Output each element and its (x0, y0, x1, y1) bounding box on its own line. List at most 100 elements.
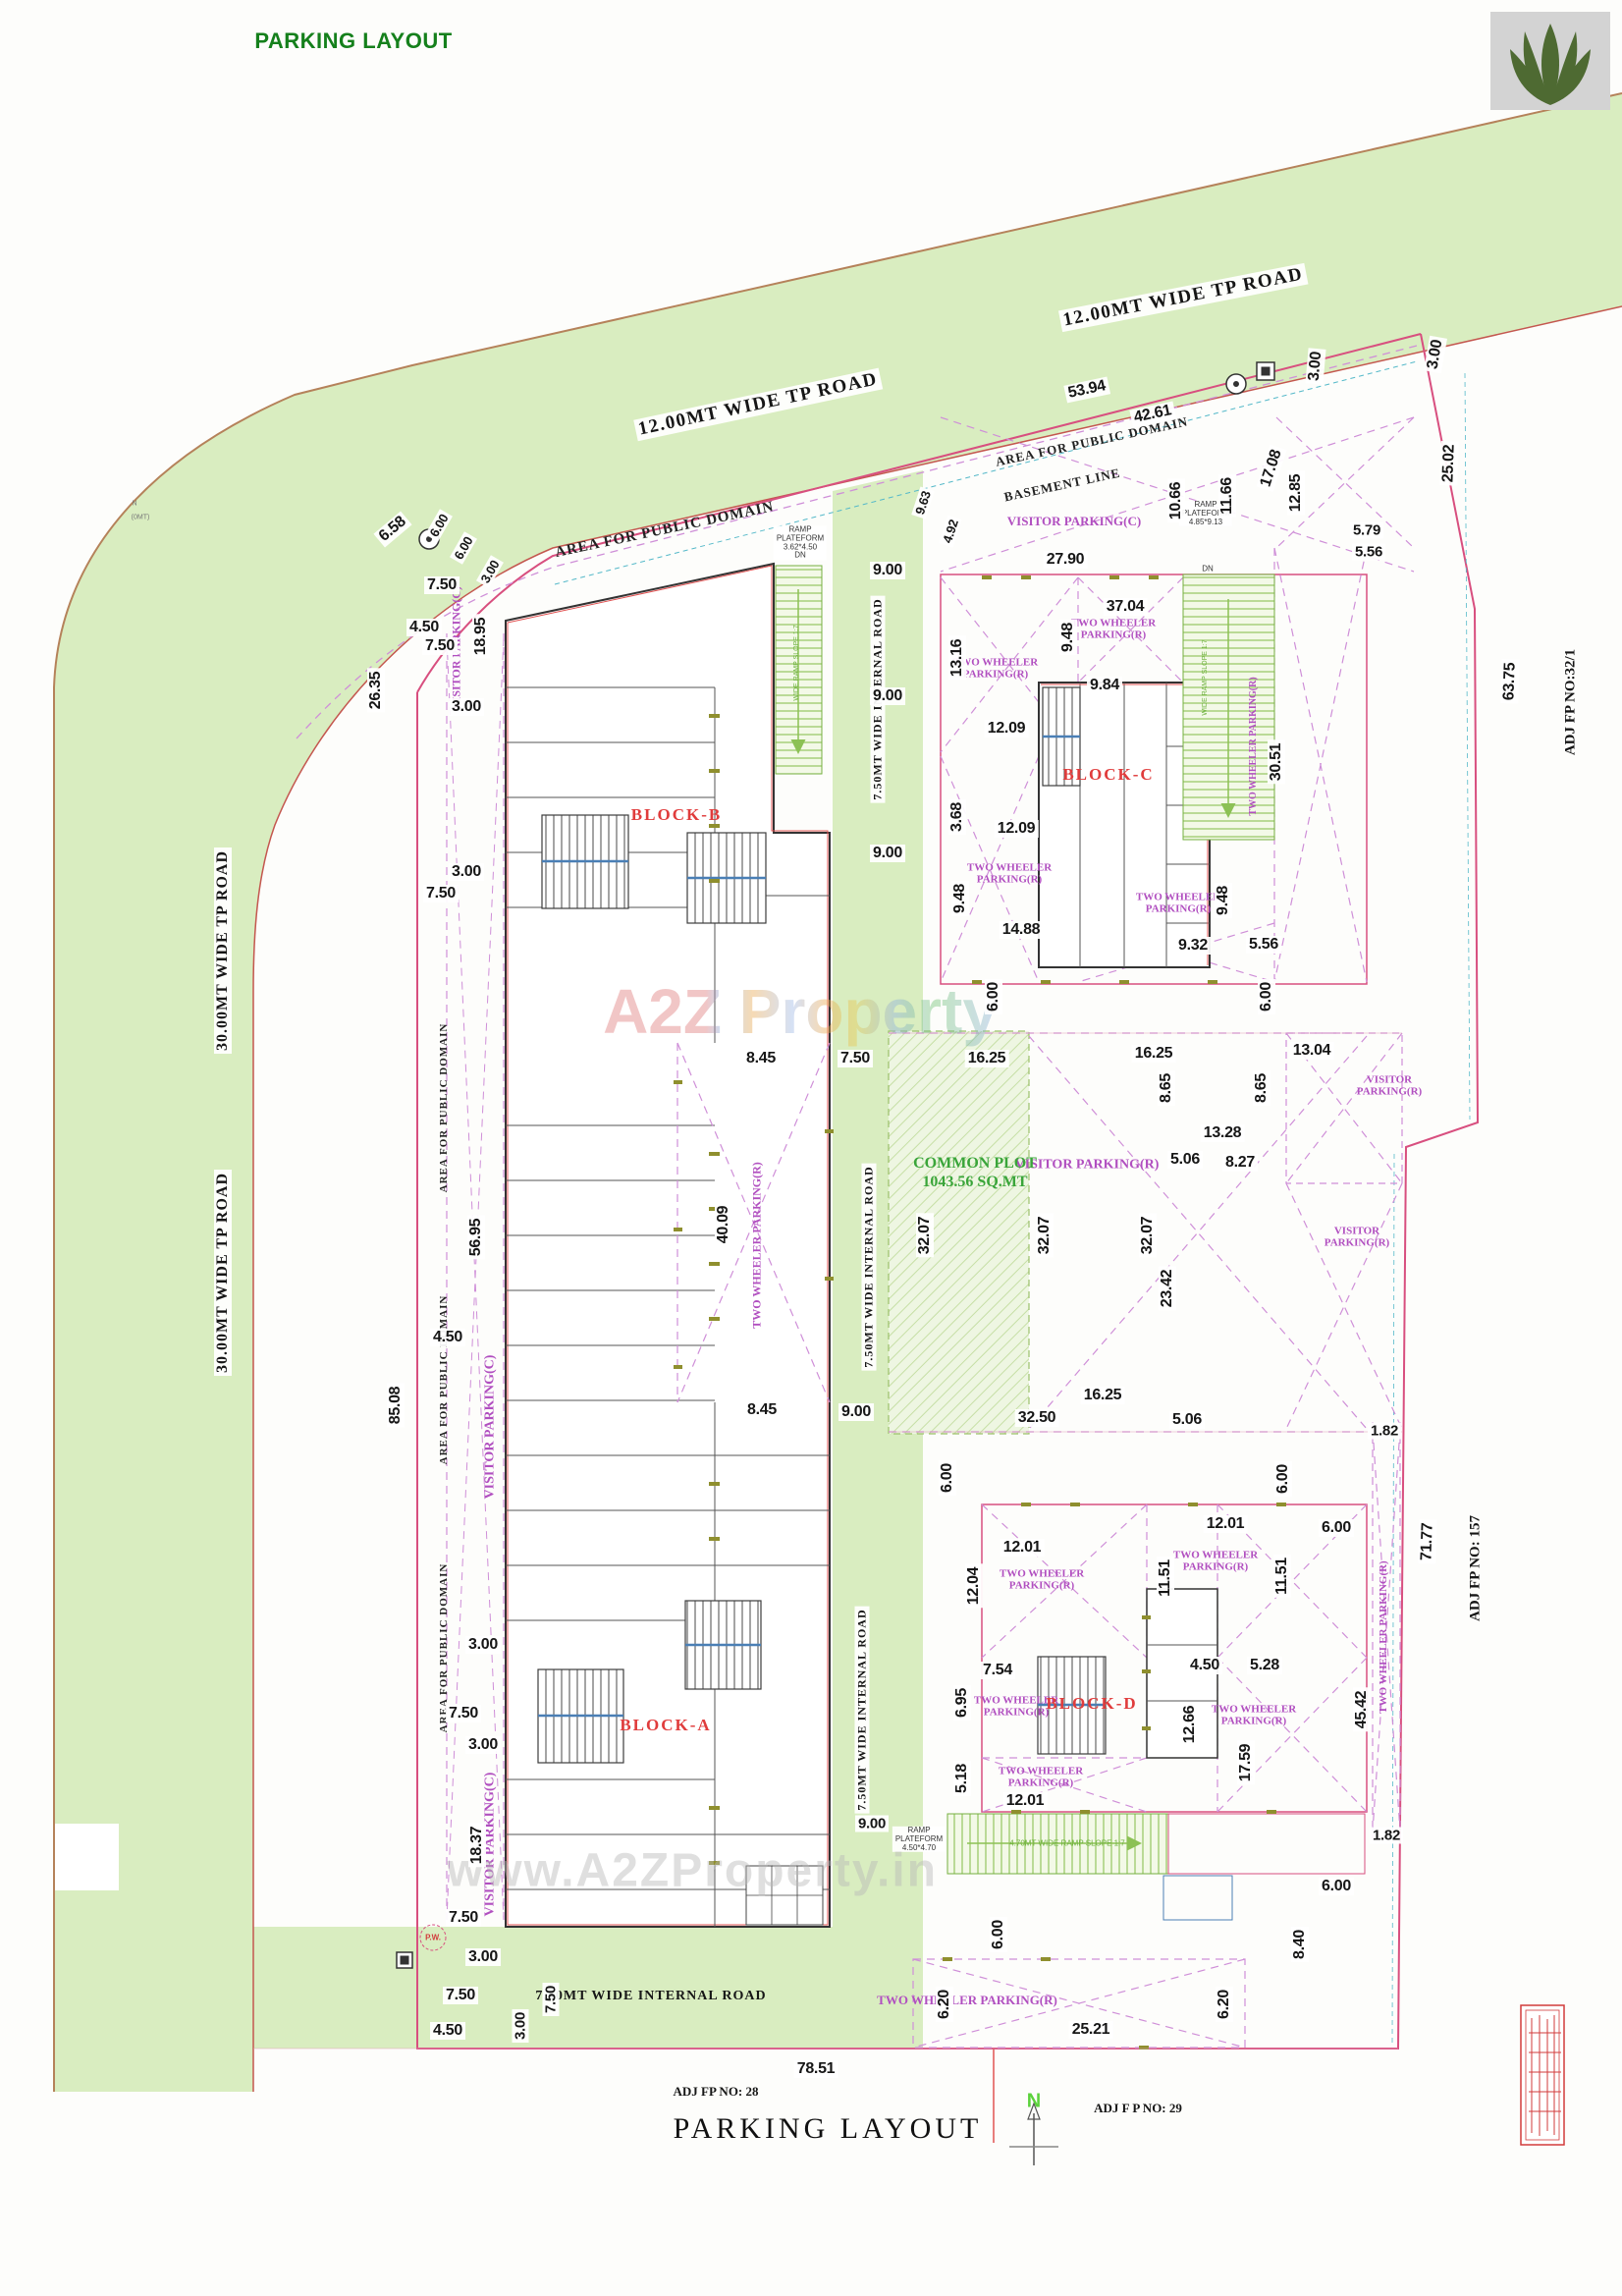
approval-stamp (1520, 2004, 1565, 2146)
dim-label: 9.00 (870, 845, 905, 862)
two-wheeler-c-bl: TWO WHEELER PARKING(R) (967, 862, 1052, 885)
road-label-750-4: 7.50MT WIDE INTERNAL ROAD (535, 1989, 767, 2003)
adj-fp-29: ADJ F P NO: 29 (1094, 2101, 1182, 2115)
dim-label: 12.01 (1000, 1539, 1045, 1557)
dim-label: 18.95 (472, 614, 490, 659)
dim-label: 6.00 (1258, 979, 1275, 1014)
dim-label: 5.06 (1167, 1151, 1203, 1169)
area-public-domain-4: AREA FOR PUBLIC DOMAIN (438, 1294, 450, 1465)
label-line: 4.50*4.70 (901, 1842, 937, 1852)
dim-label: 27.90 (1043, 551, 1088, 569)
ramp-b-slope-label: WIDE RAMP SLOPE 1:7 (793, 625, 801, 701)
north-letter: N (1026, 2090, 1042, 2112)
dim-label: 78.51 (793, 2060, 838, 2078)
label-line: TWO WHEELER (999, 1567, 1085, 1580)
road-label-750-2: 7.50MT WIDE INTERNAL ROAD (861, 1163, 877, 1371)
dim-label: 5.06 (1169, 1411, 1205, 1429)
dim-label: 12.85 (1287, 470, 1305, 516)
basement-line (554, 360, 1418, 585)
two-wheeler-d-bl: TWO WHEELER PARKING(R) (999, 1766, 1083, 1788)
dim-label: 56.95 (467, 1215, 485, 1260)
dim-label: 7.50 (424, 576, 460, 594)
dim-label: 3.00 (465, 1736, 501, 1754)
label-line: 3.62*4.50 (783, 542, 818, 551)
dim-label: 16.25 (964, 1050, 1009, 1067)
two-wheeler-c-ramp: TWO WHEELER PARKING(R) (1247, 677, 1259, 816)
dim-label: 5.18 (953, 1761, 971, 1796)
label-line: PARKING(R) (1182, 1560, 1249, 1572)
dim-label: 1.82 (1370, 1827, 1403, 1844)
dim-label: 6.00 (1319, 1878, 1354, 1895)
adj-fp-157: ADJ FP NO: 157 (1467, 1515, 1484, 1621)
label-line: PARKING(R) (983, 1706, 1050, 1718)
dim-label: 8.40 (1291, 1927, 1309, 1962)
dim-label: 30.51 (1268, 739, 1285, 785)
label-line: TWO WHEELER (1070, 617, 1157, 629)
dim-label: 17.59 (1237, 1740, 1255, 1785)
dim-label: 12.09 (994, 820, 1039, 838)
dim-label: 7.50 (423, 885, 459, 902)
dim-label: 9.32 (1175, 937, 1211, 955)
dim-label: 5.79 (1350, 521, 1383, 539)
dim-label: 3.00 (449, 698, 484, 716)
two-wheeler-court: TWO WHEELER PARKING(R) (749, 1162, 764, 1329)
visitor-parking-r-3: VISITOR PARKING(R) (1325, 1226, 1389, 1248)
dim-label: 9.48 (1215, 883, 1232, 918)
dim-label: 7.50 (443, 1987, 478, 2004)
common-plot-area (888, 1030, 1030, 1435)
label-line: TWO WHEELER (1172, 1549, 1259, 1561)
label-line: RAMP (907, 1825, 931, 1834)
dim-label: 1.82 (1368, 1422, 1401, 1440)
dim-label: 9.00 (838, 1403, 874, 1421)
dim-label: 3.00 (449, 863, 484, 881)
label-line: PARKING(R) (1145, 902, 1212, 914)
dim-label: 5.28 (1247, 1657, 1282, 1674)
road-label-30mt-2: 30.00MT WIDE TP ROAD (214, 1169, 232, 1377)
plot-boundary (416, 333, 1422, 693)
ramp-b-label: RAMP PLATEFORM 3.62*4.50 DN (773, 525, 828, 561)
dim-label: 10.66 (1167, 478, 1185, 523)
dim-label: 11.51 (1273, 1555, 1291, 1598)
label-line: COMMON PLOT (913, 1154, 1037, 1172)
dim-label: 8.65 (1253, 1070, 1271, 1106)
dim-label: 9.48 (951, 881, 969, 916)
adj-fp-28: ADJ FP NO: 28 (673, 2084, 759, 2099)
two-wheeler-d-tr: TWO WHEELER PARKING(R) (1173, 1550, 1258, 1572)
label-line: TWO WHEELER (998, 1765, 1084, 1777)
dim-label: 37.04 (1103, 598, 1148, 616)
visitor-parking-r-2: VISITOR PARKING(R) (1357, 1074, 1422, 1097)
dim-label: 7.50 (838, 1050, 873, 1067)
dim-label: 3.00 (512, 2009, 529, 2043)
two-wheeler-c-br: TWO WHEELER PARKING(R) (1136, 892, 1220, 914)
label-line: TWO WHEELER (1135, 891, 1221, 903)
dim-label: 7.50 (446, 1705, 481, 1722)
dim-label: 7.50 (446, 1909, 481, 1927)
block-c-label: BLOCK-C (1062, 765, 1155, 784)
dim-label: 25.21 (1068, 2021, 1113, 2039)
dim-label: 7.54 (980, 1662, 1015, 1679)
block-b-label: BLOCK-B (630, 805, 723, 824)
ramp-c-slope-label: WIDE RAMP SLOPE 1:7 (1202, 639, 1210, 716)
label-line: DN (794, 550, 806, 560)
dim-label: 26.35 (367, 668, 385, 713)
staircase-icons (537, 814, 767, 1764)
two-wheeler-right: TWO WHEELER PARKING(R) (1378, 1560, 1390, 1714)
dim-label: 4.50 (430, 2022, 465, 2040)
block-d-label: BLOCK-D (1046, 1694, 1138, 1713)
label-line: 4.85*9.13 (1188, 517, 1223, 526)
label-line: PARKING(R) (1356, 1085, 1423, 1097)
ramp-d-label: RAMP PLATEFORM 4.50*4.70 (892, 1825, 946, 1853)
ramp-c-label: RAMP PLATEFORM 4.85*9.13 (1178, 500, 1233, 527)
dim-label: 32.07 (1139, 1213, 1157, 1258)
dim-label: 85.08 (387, 1383, 405, 1428)
pw-circle (419, 1924, 447, 1951)
label-line: PARKING(R) (962, 668, 1029, 680)
two-wheeler-bottom: TWO WHEELER PARKING(R) (877, 1993, 1057, 2008)
dim-label: 8.65 (1158, 1070, 1175, 1106)
dim-label: 13.28 (1200, 1124, 1245, 1142)
dim-label: 25.02 (1439, 441, 1459, 486)
dim-label: 63.75 (1500, 659, 1520, 704)
dim-label: 11.51 (1157, 1557, 1174, 1600)
dim-label: 9.00 (870, 687, 905, 705)
